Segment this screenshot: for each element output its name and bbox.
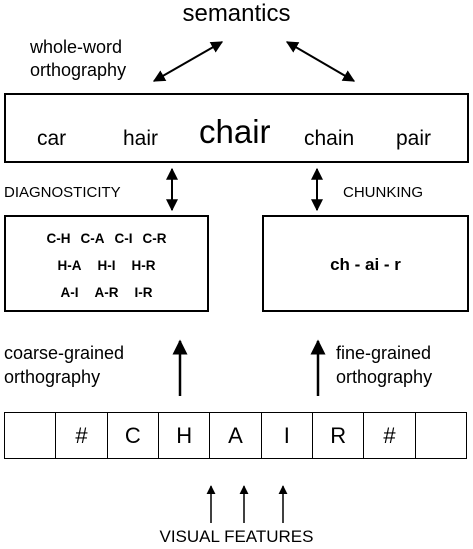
bigram-hr: H-R xyxy=(131,258,156,273)
diagnosticity-label: DIAGNOSTICITY xyxy=(4,184,121,201)
chunk-box: ch - ai - r xyxy=(262,215,469,312)
word-hair: hair xyxy=(123,127,159,150)
visual-features-label: VISUAL FEATURES xyxy=(159,527,314,546)
word-chain: chain xyxy=(304,127,355,150)
bigram-ch: C-H xyxy=(46,231,71,246)
semantics-label: semantics xyxy=(182,0,291,27)
word-pair: pair xyxy=(396,127,432,150)
whole-word-label-line1: whole-word xyxy=(30,37,123,57)
fine-grained-label-line1: fine-grained xyxy=(336,343,432,363)
coarse-grained-label-line1: coarse-grained xyxy=(4,343,125,363)
letter-slot: H xyxy=(159,413,211,458)
chunking-label: CHUNKING xyxy=(343,184,424,201)
bigram-ha: H-A xyxy=(57,258,82,273)
bigram-ir: I-R xyxy=(134,285,153,300)
word-chair: chair xyxy=(199,113,271,150)
letter-slot: C xyxy=(108,413,159,458)
chunk-text: ch - ai - r xyxy=(330,255,401,274)
fine-grained-label-line2: orthography xyxy=(336,367,433,387)
whole-word-to-semantics-arrow xyxy=(152,41,224,82)
bigram-box: C-H C-A C-I C-R H-A H-I H-R A-I A-R I-R xyxy=(4,215,209,312)
bigram-ai: A-I xyxy=(60,285,79,300)
bigram-row-3: A-I A-R I-R xyxy=(6,285,207,300)
letter-slot xyxy=(5,413,57,458)
word-car: car xyxy=(37,127,67,150)
bigram-row-2: H-A H-I H-R xyxy=(6,258,207,273)
bigram-cr: C-R xyxy=(142,231,167,246)
bigram-ar: A-R xyxy=(94,285,119,300)
letter-slot: # xyxy=(364,413,416,458)
letter-slot: I xyxy=(262,413,313,458)
letter-slot: A xyxy=(210,413,262,458)
letter-slot xyxy=(416,413,466,458)
semantics-to-chain-arrow xyxy=(285,41,356,82)
letter-slot-row: # C H A I R # xyxy=(4,412,467,459)
whole-word-box: car hair chair chain pair xyxy=(4,93,469,163)
coarse-grained-label-line2: orthography xyxy=(4,367,101,387)
bigram-row-1: C-H C-A C-I C-R xyxy=(6,231,207,246)
bigram-ca: C-A xyxy=(80,231,105,246)
bigram-ci: C-I xyxy=(114,231,133,246)
letter-slot: # xyxy=(56,413,108,458)
letter-slot: R xyxy=(313,413,365,458)
bigram-hi: H-I xyxy=(97,258,116,273)
whole-word-label-line2: orthography xyxy=(30,60,127,80)
